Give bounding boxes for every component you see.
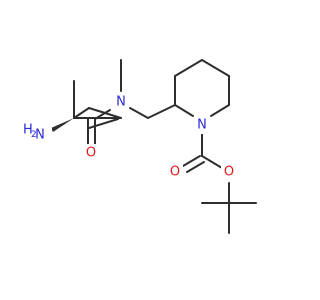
bond-ring-c6-n (210, 104, 230, 117)
carbamate-o-double-bg (167, 163, 183, 181)
ring-n-label: N (197, 118, 207, 133)
bond-ch2-ring-c2 (147, 104, 176, 119)
amide-o-label: O (86, 146, 96, 161)
bonds (51, 59, 257, 234)
wedge-bond-alpha-amine (51, 118, 74, 132)
amine-h-label: H (23, 123, 33, 138)
amine-h-subscript: 2 (31, 130, 37, 140)
molecule-structure: N H 2 O N N O O (22, 59, 257, 234)
bond-carbamate-co-b (186, 161, 205, 173)
carbamate-o-double-label: O (170, 165, 180, 180)
atom-labels: N H 2 O N N O O (22, 93, 237, 181)
bond-carbamate-c-o (201, 155, 223, 169)
amide-o-label-bg (83, 144, 99, 162)
bond-ring-c3-c4 (174, 59, 203, 77)
carbamate-o-single-label: O (224, 165, 234, 180)
bond-alpha-carbonyl (73, 107, 90, 119)
amine-n-label: N (35, 128, 45, 143)
bond-ring-n-c2 (174, 104, 194, 117)
bond-carbonyl-o-1 (88, 118, 119, 129)
ring-n-label-bg (194, 116, 210, 134)
amide-n-label: N (116, 95, 126, 110)
bond-carbamate-co-a (182, 155, 201, 167)
bond-carbonyl-amide-n (94, 109, 111, 120)
amine-label-bg (22, 126, 52, 144)
carbamate-o-single-bg (221, 163, 237, 181)
bond-amide-n-ch2 (129, 107, 149, 119)
amide-n-label-bg (113, 93, 129, 111)
bond-ring-c4-c5 (201, 59, 230, 77)
